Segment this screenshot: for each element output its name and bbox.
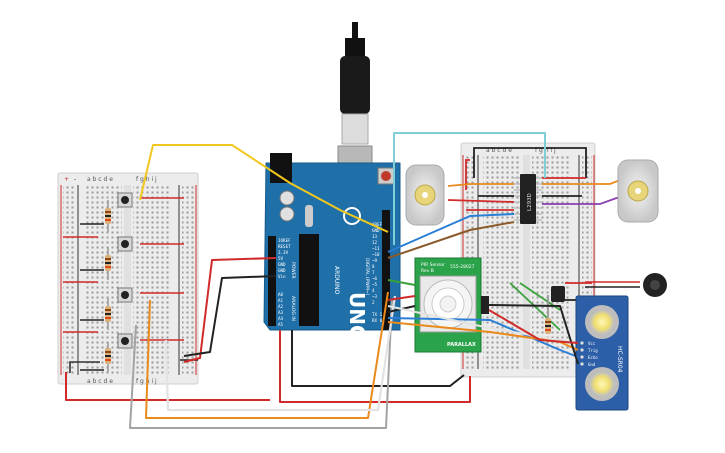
wire-red-bottom: [65, 372, 270, 401]
analog-pin-label: A4: [278, 316, 284, 321]
pir-title: PIR Sensor: [421, 262, 445, 268]
analog-pin-label: A2: [278, 304, 284, 309]
wire-red-2: [488, 309, 579, 344]
wire-white-2: [387, 305, 576, 344]
digital-pin-label: 2: [372, 300, 375, 305]
ultrasonic-sensor: HC-SR04 Vcc Trig Echo Gnd: [575, 295, 629, 411]
digital-pin-label: 12: [372, 240, 378, 245]
usb-cable: [337, 22, 373, 173]
digital-pin-label: ~6: [372, 276, 378, 281]
power-pin-label: RESET: [278, 244, 291, 249]
digital-pin-label: AREF: [372, 222, 383, 227]
wire-brown: [387, 221, 515, 259]
power-pin-label: GND: [278, 262, 286, 267]
svg-text:Echo: Echo: [588, 355, 598, 360]
power-pin-label: GND: [278, 268, 286, 273]
wire-yellow: [139, 144, 389, 233]
buzzer: [585, 273, 667, 297]
left-rail-plus: +: [64, 176, 69, 183]
pir-subtitle: Rev B: [421, 268, 434, 274]
board-model-label: UNO: [345, 292, 369, 342]
digital-pin-label: 13: [372, 234, 378, 239]
resistor-2: [105, 247, 111, 280]
right-resistor: [545, 318, 551, 334]
board-brand-label: ARDUINO: [333, 266, 340, 295]
pir-brand: PARALLAX: [447, 342, 476, 348]
digital-pin-label: ~9: [372, 258, 378, 263]
svg-text:Gnd: Gnd: [588, 362, 596, 367]
dc-motor-left: [405, 164, 445, 226]
pushbutton-4[interactable]: [117, 333, 133, 349]
wire-green: [387, 279, 416, 286]
analog-pin-label: A5: [278, 322, 284, 327]
wire-orange-2: [387, 321, 579, 351]
wire-grey: [129, 299, 393, 429]
analog-header-label: ANALOG IN: [290, 296, 296, 321]
pushbutton-3[interactable]: [117, 287, 133, 303]
resistor-3: [105, 298, 111, 330]
digital-pin-label: TX 1: [372, 312, 383, 317]
l293d-chip: L293D: [514, 174, 542, 224]
power-pin-label: 3.3V: [278, 250, 289, 255]
left-col-labels: a b c d e: [87, 176, 113, 183]
wire-red-pir: [387, 295, 416, 301]
ultrasonic-model: HC-SR04: [616, 346, 623, 373]
left-resistors: [105, 200, 111, 372]
pir-part: 555-28027: [450, 264, 475, 270]
power-pin-label: 5V: [278, 256, 284, 261]
digital-pin-label: 8: [372, 264, 375, 269]
power-pin-label: Vin: [278, 274, 286, 279]
wire-red-5v: [183, 257, 277, 363]
digital-pin-label: GND: [372, 228, 380, 233]
analog-pin-label: A3: [278, 310, 284, 315]
left-breadboard-jumpers: [63, 197, 198, 373]
digital-pin-label: 4: [372, 288, 375, 293]
wire-black-2: [488, 304, 579, 365]
wire-black-bottom: [291, 330, 465, 387]
wire-blue: [387, 213, 515, 253]
pir-sensor: PIR Sensor Rev B 555-28027 PARALLAX: [414, 257, 489, 353]
digital-pin-label: ~10: [372, 252, 380, 257]
dc-motor-right: [617, 159, 659, 223]
power-pin-label: IOREF: [278, 238, 291, 243]
wire-red-bottom-2: [279, 330, 471, 403]
resistor-4: [105, 342, 111, 372]
digital-pin-label: ~3: [372, 294, 378, 299]
pushbutton-1[interactable]: [117, 192, 133, 208]
power-header-label: POWER: [290, 262, 296, 279]
analog-pin-label: A0: [278, 292, 284, 297]
pushbutton-2[interactable]: [117, 236, 133, 252]
digital-pin-label: ~5: [372, 282, 378, 287]
wire-white: [164, 295, 397, 412]
l293d-label: L293D: [527, 193, 533, 211]
left-col-labels-bottom: a b c d e: [87, 378, 113, 385]
analog-pin-label: A1: [278, 298, 284, 303]
digital-header-label: DIGITAL (PWM~): [364, 258, 370, 296]
svg-text:Vcc: Vcc: [588, 341, 596, 346]
wire-cyan: [393, 132, 546, 245]
right-col-labels: a b c d e: [486, 147, 512, 154]
digital-pin-label: ~11: [372, 246, 380, 251]
resistor-1: [105, 200, 111, 232]
wire-black-gnd: [183, 275, 277, 357]
pushbuttons: [117, 192, 133, 349]
digital-pin-label: 7: [372, 270, 375, 275]
digital-pin-label: RX 0: [372, 318, 383, 323]
svg-text:Trig: Trig: [588, 348, 598, 353]
left-col-labels-2: f g h i j: [136, 176, 157, 183]
wires: [65, 132, 579, 429]
ultrasonic-pin-labels: Vcc Trig Echo Gnd: [588, 341, 598, 367]
right-transistor: [551, 286, 565, 302]
wire-orange: [145, 291, 389, 419]
left-rail-minus: -: [74, 176, 76, 183]
